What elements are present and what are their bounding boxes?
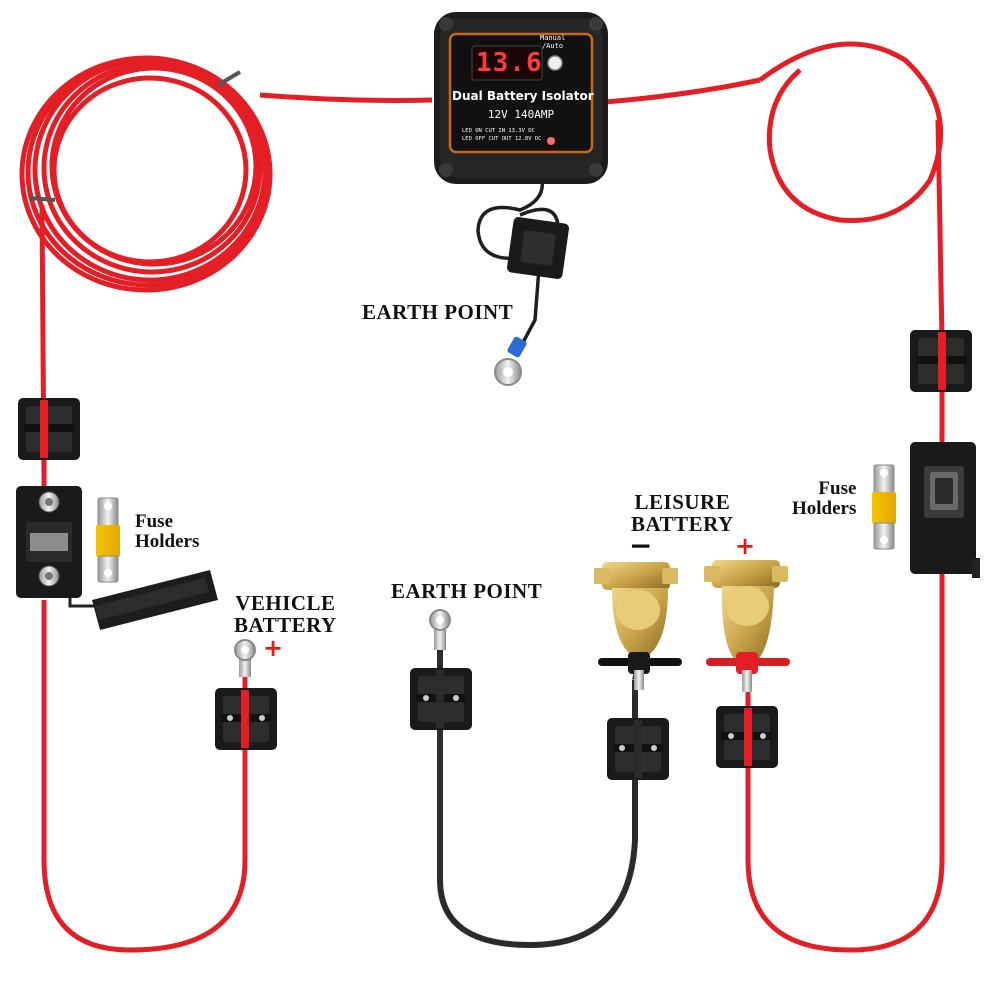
leisure-battery-line-2: BATTERY xyxy=(631,512,734,537)
red-cable-top-right xyxy=(604,77,761,105)
fuse-left xyxy=(96,497,120,583)
leisure-battery-label: LEISURE BATTERY xyxy=(631,491,734,535)
vehicle-battery-line-2: BATTERY xyxy=(234,613,337,638)
fuse-holders-label-right: Fuse Holders xyxy=(792,479,856,519)
cable-clip-vehicle xyxy=(215,688,277,750)
earth-point-label-bottom: EARTH POINT xyxy=(391,579,543,603)
red-cable-right-loop xyxy=(758,41,944,223)
leisure-battery-line-1: LEISURE xyxy=(634,490,731,514)
ring-terminal-top xyxy=(494,336,527,386)
dual-battery-isolator xyxy=(434,12,608,184)
led-display xyxy=(471,45,543,81)
fuse-holders-label-left: Fuse Holders xyxy=(135,512,199,552)
battery-terminal-negative xyxy=(594,562,682,690)
vehicle-positive-sign: + xyxy=(263,634,284,662)
isolator-mode-label-top: Manual xyxy=(540,34,566,42)
cable-clip-right-top xyxy=(910,330,972,392)
fuse-holder-left xyxy=(16,486,95,608)
isolator-rating: 12V 140AMP xyxy=(487,108,555,121)
cable-clip-earth-bottom xyxy=(410,668,472,730)
earth-point-label-top: EARTH POINT xyxy=(362,300,514,324)
fuse-holder-right xyxy=(910,442,980,578)
status-led-icon xyxy=(547,137,555,145)
coil-tie xyxy=(29,70,242,202)
isolator-display-value: 13.6 xyxy=(476,48,543,78)
cable-clip-left-top xyxy=(18,398,80,460)
leisure-positive-sign: + xyxy=(735,532,756,560)
ring-terminal-earth-bottom xyxy=(429,609,451,650)
fuse-holders-right-line-2: Holders xyxy=(792,497,857,519)
fuse-holders-left-line-1: Fuse xyxy=(135,511,173,532)
red-cable-top-left xyxy=(259,92,433,103)
red-cable-coil-left xyxy=(19,55,273,293)
vehicle-battery-line-1: VEHICLE xyxy=(235,591,336,615)
isolator-earth-wire xyxy=(476,179,560,349)
cable-clip-leisure-negative xyxy=(607,718,669,780)
leisure-negative-sign: − xyxy=(629,529,653,562)
isolator-mode-label-bottom: /Auto xyxy=(542,42,564,50)
fuse-holder-left-cover xyxy=(92,570,218,630)
fuse-holders-right-line-1: Fuse xyxy=(818,478,857,499)
isolator-spec-line-1: LED ON CUT IN 13.3V DC xyxy=(462,128,535,134)
isolator-earth-clip xyxy=(507,217,569,279)
cable-clip-leisure-positive xyxy=(716,706,778,768)
ring-terminal-vehicle xyxy=(234,639,256,677)
isolator-title: Dual Battery Isolator xyxy=(452,89,594,103)
mode-button-icon xyxy=(547,55,563,71)
fuse-right xyxy=(872,464,896,550)
isolator-spec-line-2: LED OFF CUT OUT 12.8V DC xyxy=(462,136,542,142)
black-cable-earth-loop xyxy=(437,625,638,949)
vehicle-battery-label: VEHICLE BATTERY xyxy=(234,592,337,636)
fuse-holders-left-line-2: Holders xyxy=(135,530,200,552)
battery-terminal-positive xyxy=(704,560,790,692)
